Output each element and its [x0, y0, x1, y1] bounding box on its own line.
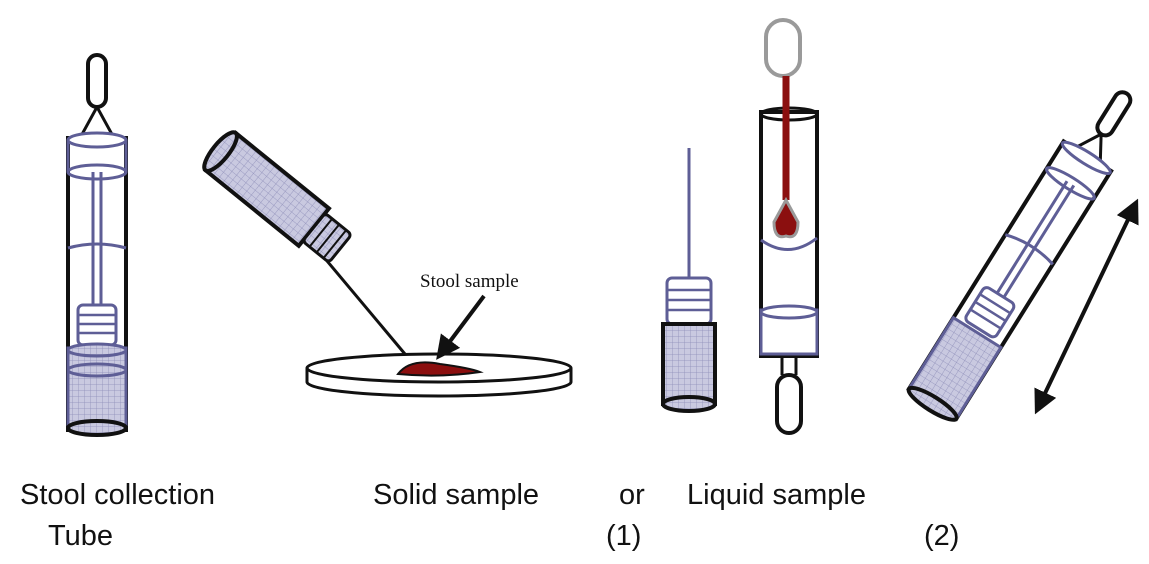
arrow-icon — [436, 294, 486, 360]
caption-tube-line1: Stool collection — [20, 479, 216, 511]
liquid-dropper-icon — [661, 148, 717, 413]
double-arrow-icon — [1034, 198, 1139, 415]
stool-sample-annotation: Stool sample — [420, 271, 519, 292]
caption-solid-sample: Solid sample — [373, 479, 540, 511]
caption-or: or — [619, 479, 645, 511]
collection-tube-icon — [66, 53, 128, 437]
liquid-sample-tube-icon — [759, 18, 819, 435]
caption-step-2: (2) — [924, 520, 960, 552]
stool-sample-shape — [396, 361, 484, 377]
caption-tube-line2: Tube — [48, 520, 114, 552]
caption-liquid-sample: Liquid sample — [687, 479, 866, 511]
caption-step-1: (1) — [606, 520, 642, 552]
petri-dish-icon — [305, 352, 573, 398]
sampling-probe-icon — [202, 130, 417, 367]
